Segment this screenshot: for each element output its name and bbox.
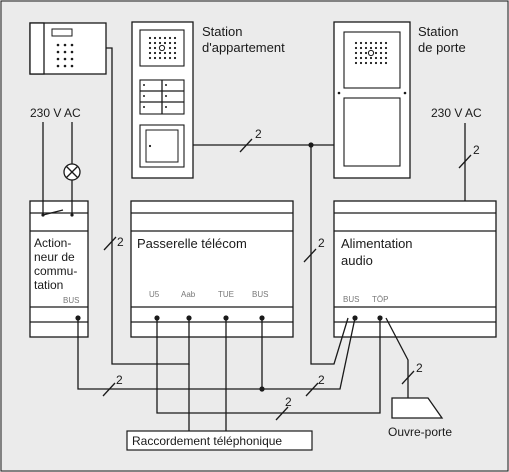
lamp-icon (63, 163, 81, 181)
wiring (77, 47, 466, 432)
wire-count-2: 2 (117, 235, 124, 249)
station-porte-label-2: de porte (418, 40, 466, 55)
station-appartement-label-2: d'appartement (202, 40, 285, 55)
passerelle-label: Passerelle télécom (137, 236, 247, 251)
wire-count-1: 2 (255, 127, 262, 141)
station-porte-label-1: Station (418, 24, 458, 39)
wire-count-8: 2 (416, 361, 423, 375)
switch-contact-icon (41, 122, 74, 217)
telephone-icon (29, 22, 107, 75)
wire-count-3: 2 (318, 236, 325, 250)
power-left-label: 230 V AC (30, 106, 81, 120)
station-porte-icon (333, 21, 411, 179)
terminal-dots (75, 142, 383, 392)
raccordement-box (126, 430, 313, 451)
wire-count-7: 2 (285, 395, 292, 409)
raccordement-label: Raccordement téléphonique (132, 434, 282, 448)
passerelle-terminal-aab: Aab (181, 290, 196, 299)
actionneur-label-4: tation (34, 278, 63, 292)
passerelle-terminal-u5: U5 (149, 290, 160, 299)
alimentation-label-2: audio (341, 253, 373, 268)
passerelle-terminal-bus: BUS (252, 290, 268, 299)
actionneur-label-2: neur de (34, 250, 75, 264)
passerelle-terminal-tue: TUE (218, 290, 234, 299)
actionneur-module (29, 200, 89, 338)
wire-count-6: 2 (318, 373, 325, 387)
wire-count-marks (102, 138, 472, 421)
power-right-label: 230 V AC (431, 106, 482, 120)
ouvre-porte-label: Ouvre-porte (388, 425, 452, 439)
actionneur-label-3: commu- (34, 264, 77, 278)
actionneur-bus-terminal: BUS (63, 296, 79, 305)
station-appartement-label-1: Station (202, 24, 242, 39)
passerelle-module (130, 200, 294, 338)
actionneur-label-1: Action- (34, 236, 71, 250)
alimentation-terminal-bus: BUS (343, 295, 359, 304)
wire-count-5: 2 (116, 373, 123, 387)
station-appartement-icon (131, 21, 194, 179)
alimentation-label-1: Alimentation (341, 236, 413, 251)
alimentation-module (333, 200, 497, 338)
alimentation-terminal-top: TÖP (372, 295, 388, 304)
wire-count-4: 2 (473, 143, 480, 157)
door-opener-icon (391, 397, 444, 419)
